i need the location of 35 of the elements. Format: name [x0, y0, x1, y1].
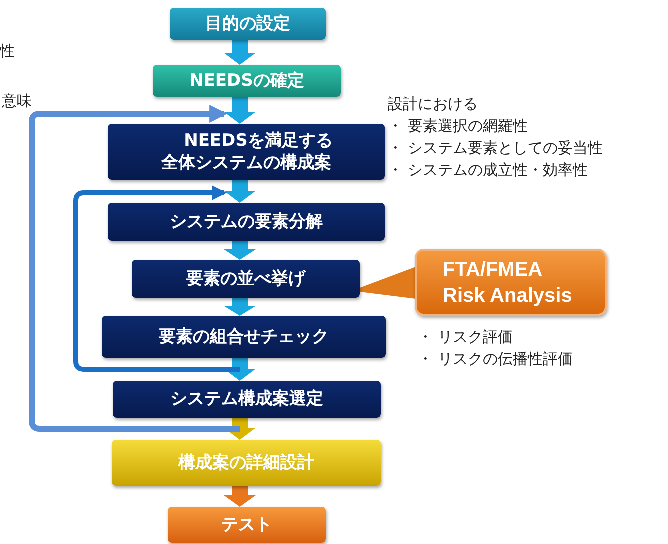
note-text: ・ 要素選択の網羅性	[388, 117, 528, 135]
process-box	[102, 316, 386, 358]
process-box	[170, 8, 326, 40]
node-text: FTA/FMEA Risk Analysis	[443, 258, 574, 308]
callout-box	[415, 249, 607, 316]
process-box	[132, 260, 360, 298]
node-text: 要素の並べ挙げ	[186, 268, 306, 290]
note-text: ・ リスクの伝播性評価	[418, 350, 573, 368]
note-text: ・ システム要素としての妥当性	[388, 139, 603, 157]
process-box	[153, 65, 341, 97]
feedback-arrow	[29, 105, 240, 432]
node-text: NEEDSの確定	[190, 70, 304, 92]
flow-arrow	[224, 241, 256, 260]
process-box	[112, 440, 381, 486]
node-text: NEEDSを満足する全体システムの構成案	[160, 130, 334, 174]
flow-arrow	[224, 97, 256, 124]
note-text: ・ リスク評価	[418, 328, 513, 346]
flow-arrow	[224, 40, 256, 65]
process-box	[108, 124, 385, 180]
process-box	[168, 507, 326, 543]
node-text: システム構成案選定	[170, 388, 324, 411]
node-text: テスト	[222, 514, 272, 536]
flow-arrow	[224, 486, 256, 507]
feedback-arrow	[74, 186, 240, 372]
node-text: 構成案の詳細設計	[178, 452, 314, 474]
flow-arrow	[224, 298, 256, 316]
note-text: ・ システムの成立性・効率性	[388, 161, 588, 179]
node-text: 要素の組合せチェック	[159, 326, 329, 348]
flow-arrow	[224, 180, 256, 203]
node-text: 目的の設定	[206, 12, 290, 36]
node-text: システムの要素分解	[170, 210, 323, 234]
note-text: 設計における	[388, 95, 478, 113]
note-text: 意味	[2, 92, 32, 110]
process-box	[108, 203, 385, 241]
process-box	[113, 381, 381, 418]
